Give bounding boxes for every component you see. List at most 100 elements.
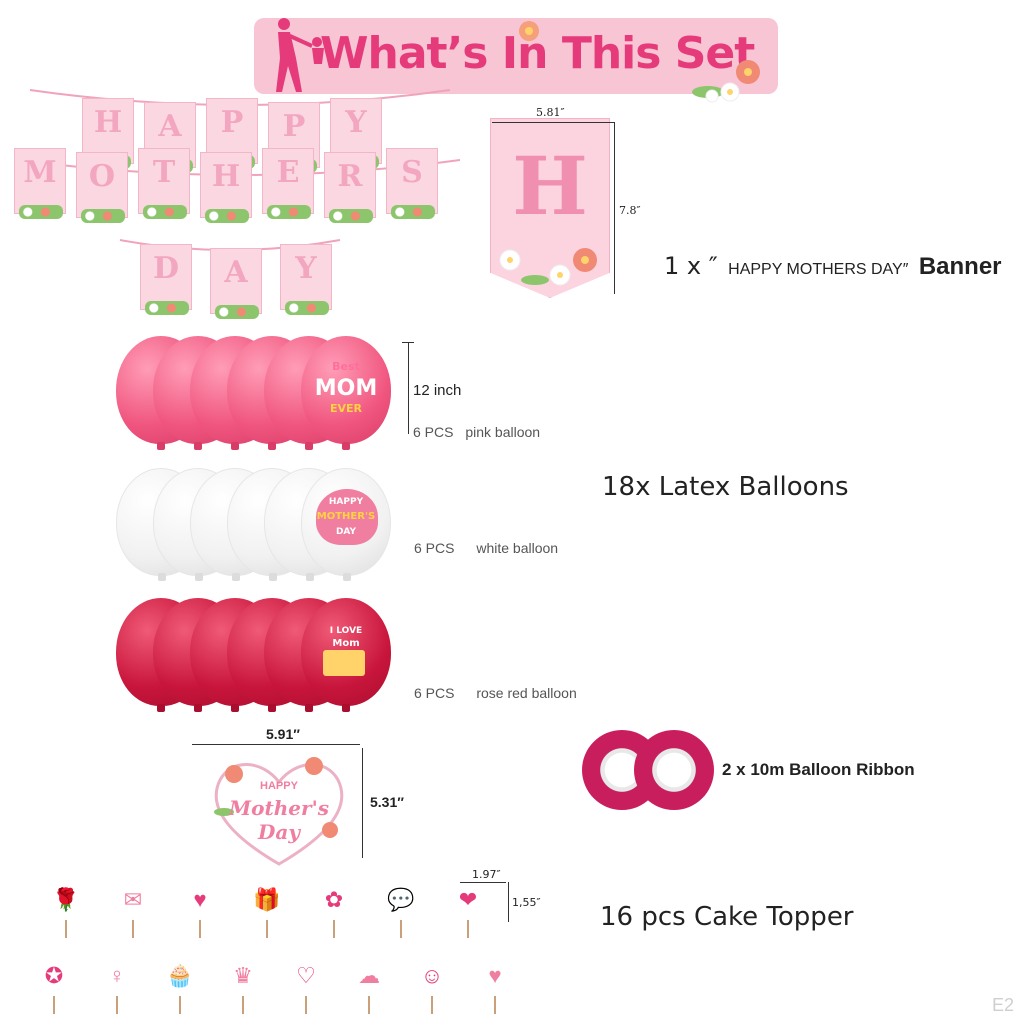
flag-flowers-icon <box>215 305 259 319</box>
flower-cluster-icon <box>692 60 760 103</box>
rose-balloon-qty: 6 PCS <box>414 685 455 701</box>
topper-height-label: 1,55″ <box>512 896 541 909</box>
banner-flag-letter: Y <box>345 105 367 140</box>
banner-flag: E <box>262 148 314 219</box>
cake-topper: ✪ <box>32 956 76 1014</box>
roses-icon: 🌹 <box>52 887 80 912</box>
banner-flag-letter: M <box>23 155 57 190</box>
white-balloon-print-1: HAPPY <box>328 497 364 507</box>
balloon-knot <box>157 704 165 712</box>
banner-height-label: 7.8″ <box>619 204 641 217</box>
banner-flag-letter: A <box>158 109 182 144</box>
white-balloon-print-3: DAY <box>335 527 357 537</box>
balloon-knot <box>195 573 203 581</box>
title-banner <box>254 18 778 94</box>
banner-caption: 1 x ″ HAPPY MOTHERS DAY″ Banner <box>664 252 1002 281</box>
centerpiece-width-line <box>192 744 360 745</box>
centerpiece-topper: HAPPY Mother's Day <box>204 752 354 872</box>
heart-icon: ♥ <box>193 887 207 912</box>
balloon-size-label: 12 inch <box>413 382 462 399</box>
balloon-knot <box>342 704 350 712</box>
banner-width-line <box>492 122 614 123</box>
cake-topper: 🎁 <box>245 880 289 938</box>
topper-height-line <box>508 882 509 922</box>
balloon-envelope-icon <box>323 650 365 676</box>
flower-envelope-icon: ✿ <box>324 887 344 912</box>
speech-bubble-icon: 💬 <box>387 887 415 912</box>
banner-flag: A <box>210 248 262 319</box>
topper-stick <box>179 996 181 1014</box>
banner-flag: Y <box>280 244 332 315</box>
topper-stick <box>368 996 370 1014</box>
topper-stick <box>467 920 469 938</box>
topper-stick <box>400 920 402 938</box>
flower-icon <box>519 21 539 41</box>
balloon-knot <box>305 704 313 712</box>
banner-flag-letter: R <box>337 159 363 194</box>
cupcake-icon: 🧁 <box>166 963 194 988</box>
banner-flag: M <box>14 148 66 219</box>
topper-stick <box>305 996 307 1014</box>
rose-balloon-name: rose red balloon <box>476 685 577 701</box>
white-balloon-caption: 6 PCS white balloon <box>414 540 558 556</box>
balloon-knot <box>305 442 313 450</box>
cake-topper: ♥ <box>473 956 517 1014</box>
cake-topper: 🧁 <box>158 956 202 1014</box>
banner-flag-letter: T <box>152 155 176 190</box>
banner-flag-letter: H <box>93 105 123 140</box>
mom-child-icon: ☺ <box>420 963 444 988</box>
cake-topper: 💬 <box>379 880 423 938</box>
cake-topper: ✿ <box>312 880 356 938</box>
balloon-knot <box>269 573 277 581</box>
banner-flag: S <box>386 148 438 219</box>
pink-balloon-name: pink balloon <box>465 424 541 440</box>
mom-icon: ♀ <box>108 963 126 988</box>
balloon-heart-icon <box>316 489 378 545</box>
balloon-knot <box>157 442 165 450</box>
centerpiece-width-label: 5.91″ <box>266 726 300 742</box>
banner-height-line <box>614 122 615 294</box>
centerpiece-height-label: 5.31″ <box>370 794 404 810</box>
cake-topper: ♡ <box>284 956 328 1014</box>
flag-flowers-icon <box>205 209 249 223</box>
pink-balloon-print-2: MOM <box>314 376 378 401</box>
banner-width-label: 5.81″ <box>536 106 565 119</box>
topper-stick <box>199 920 201 938</box>
banner-flag-letter: A <box>224 255 248 290</box>
banner-name: HAPPY MOTHERS DAY″ <box>728 261 909 278</box>
crown-icon: ♛ <box>233 963 253 988</box>
toppers-label: 16 pcs Cake Topper <box>600 902 854 932</box>
topper-stick <box>116 996 118 1014</box>
balloon-height-cap-top <box>402 342 414 343</box>
banner-suffix: Banner <box>918 253 1002 280</box>
banner-flag-flowers-icon <box>499 248 597 286</box>
banner-flag-letter: S <box>401 155 423 190</box>
banner-qty: 1 x ″ <box>664 252 718 280</box>
banner-flag-letter: H <box>211 159 241 194</box>
topper-stick <box>53 996 55 1014</box>
topper-stick <box>266 920 268 938</box>
banner-flag-letter: P <box>220 105 244 140</box>
white-balloon-print-2: MOTHER'S <box>316 511 376 522</box>
white-balloon-qty: 6 PCS <box>414 540 455 556</box>
topper-stick <box>333 920 335 938</box>
hands-heart-icon: ♡ <box>296 963 316 988</box>
topper-width-label: 1.97″ <box>472 868 501 881</box>
balloons-total-label: 18x Latex Balloons <box>602 472 849 502</box>
cake-topper: ☺ <box>410 956 454 1014</box>
balloon-knot <box>194 704 202 712</box>
topper-width-line <box>460 882 506 883</box>
mom-heart-icon: ♥ <box>488 963 502 988</box>
cloud-icon: ☁ <box>358 963 380 988</box>
topper-stick <box>132 920 134 938</box>
banner-flag: O <box>76 152 128 223</box>
flag-flowers-icon <box>329 209 373 223</box>
mother-child-silhouette-icon <box>276 18 324 92</box>
balloon-knot <box>158 573 166 581</box>
watermark: E2 <box>991 995 1014 1015</box>
flag-flowers-icon <box>145 301 189 315</box>
topper-stick <box>242 996 244 1014</box>
pink-balloon-qty: 6 PCS <box>413 424 454 440</box>
flag-flowers-icon <box>143 205 187 219</box>
